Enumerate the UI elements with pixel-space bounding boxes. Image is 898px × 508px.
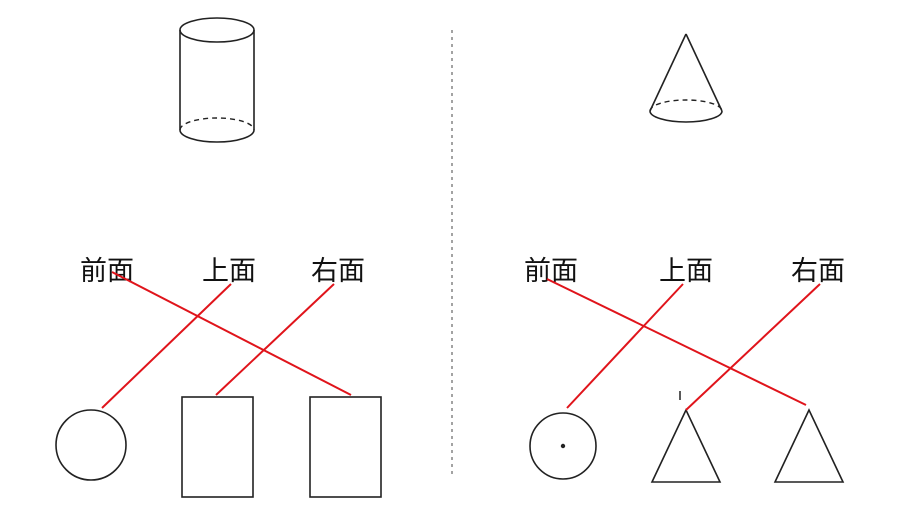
cone-base-front-arc — [649, 110, 723, 123]
left-connector-lines — [101, 271, 352, 409]
right-view-triangle-1 — [650, 408, 722, 483]
left-label-right: 右面 — [311, 256, 365, 287]
cylinder-bottom-hidden-arc — [179, 117, 255, 131]
cone-right-edge — [685, 33, 723, 112]
left-connector-right-to-rectangle-1 — [215, 283, 335, 396]
left-view-rectangle-1 — [181, 396, 254, 498]
right-connector-front-to-triangle-2 — [546, 278, 807, 406]
right-view-triangle-2 — [773, 408, 845, 483]
cone-figure — [649, 33, 723, 123]
cylinder-bottom-front-arc — [179, 129, 255, 143]
left-label-front: 前面 — [80, 256, 134, 287]
left-connector-top-to-circle — [101, 283, 232, 409]
right-label-right: 右面 — [791, 256, 845, 287]
cylinder-figure — [179, 17, 255, 143]
cone-left-edge — [649, 33, 687, 112]
cylinder-top-ellipse — [179, 17, 255, 43]
right-view-shapes — [529, 391, 845, 483]
right-view-circle — [529, 412, 597, 480]
left-view-rectangle-2 — [309, 396, 382, 498]
right-label-front: 前面 — [524, 256, 578, 287]
left-connector-front-to-rectangle-2 — [111, 271, 352, 396]
cone-base-hidden-arc — [649, 99, 723, 112]
right-view-labels: 前面 上面 右面 — [524, 256, 845, 287]
left-view-circle — [55, 409, 127, 481]
left-view-labels: 前面 上面 右面 — [80, 256, 365, 287]
right-connector-lines — [546, 278, 821, 411]
left-view-shapes — [55, 396, 382, 498]
right-connector-top-to-circle — [566, 283, 684, 409]
right-view-circle-center-dot — [560, 443, 566, 449]
right-label-top: 上面 — [659, 256, 713, 287]
right-connector-right-to-triangle-1 — [685, 283, 821, 411]
left-label-top: 上面 — [202, 256, 256, 287]
